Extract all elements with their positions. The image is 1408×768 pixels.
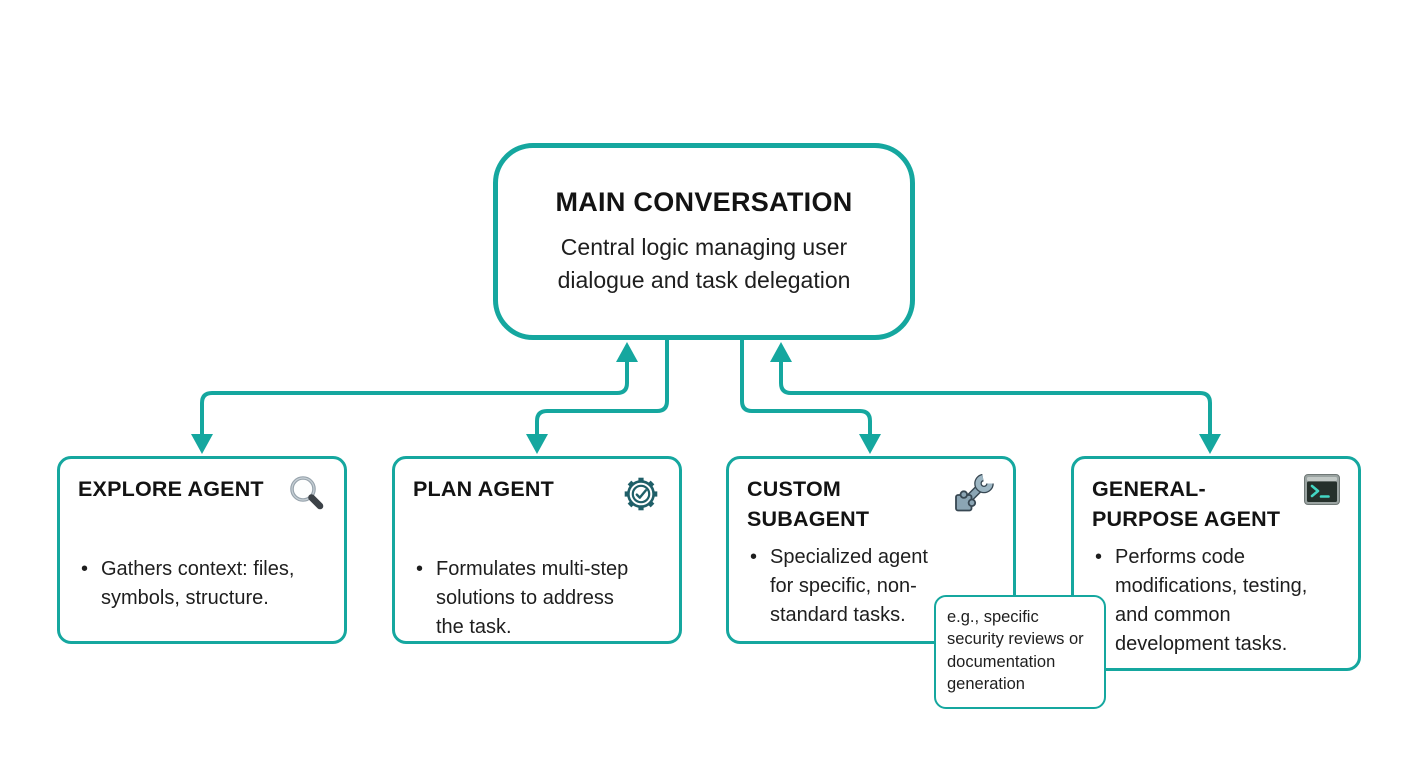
main-node-title: MAIN CONVERSATION bbox=[555, 186, 853, 217]
bullet-item: Performs code modifications, testing, an… bbox=[1092, 543, 1327, 659]
agent-title-explore: EXPLORE AGENT bbox=[78, 477, 264, 501]
agent-bullets-explore: Gathers context: files, symbols, structu… bbox=[78, 555, 326, 613]
arrowhead-down-plan bbox=[526, 434, 548, 454]
connector-main-custom bbox=[740, 340, 872, 436]
bullet-item: Specialized agent for specific, non-stan… bbox=[747, 543, 952, 630]
agent-card-explore: EXPLORE AGENT Gathers context: files, sy… bbox=[57, 456, 347, 644]
arrowhead-up-main-right bbox=[770, 342, 792, 362]
arrowhead-down-custom bbox=[859, 434, 881, 454]
agent-bullets-custom: Specialized agent for specific, non-stan… bbox=[747, 543, 995, 630]
agent-card-plan: PLAN AGENT bbox=[392, 456, 682, 644]
agent-card-general: GENERAL-PURPOSE AGENT Performs code modi… bbox=[1071, 456, 1361, 671]
main-node-subtitle: Central logic managing user dialogue and… bbox=[557, 233, 851, 293]
terminal-icon bbox=[1304, 474, 1340, 510]
example-note-text: e.g., specific security reviews or docum… bbox=[947, 608, 1084, 694]
bullet-item: Formulates multi-step solutions to addre… bbox=[413, 555, 641, 642]
connector-main-explore bbox=[200, 360, 629, 436]
agent-bullets-general: Performs code modifications, testing, an… bbox=[1092, 543, 1340, 659]
connector-main-general bbox=[779, 360, 1212, 436]
example-note: e.g., specific security reviews or docum… bbox=[934, 595, 1106, 709]
gear-check-icon bbox=[621, 474, 661, 519]
main-conversation-node: MAIN CONVERSATION Central logic managing… bbox=[493, 143, 915, 340]
bullet-item: Gathers context: files, symbols, structu… bbox=[78, 555, 323, 613]
connector-main-plan bbox=[535, 340, 669, 436]
arrowhead-down-general bbox=[1199, 434, 1221, 454]
arrowhead-up-main-left bbox=[616, 342, 638, 362]
agent-title-custom: CUSTOM SUBAGENT bbox=[747, 477, 870, 532]
agent-title-plan: PLAN AGENT bbox=[413, 477, 554, 501]
agent-bullets-plan: Formulates multi-step solutions to addre… bbox=[413, 555, 661, 642]
puzzle-wrench-icon bbox=[953, 473, 995, 519]
arrowhead-down-explore bbox=[191, 434, 213, 454]
agent-title-general: GENERAL-PURPOSE AGENT bbox=[1092, 477, 1281, 532]
magnifying-glass-icon bbox=[286, 474, 326, 519]
